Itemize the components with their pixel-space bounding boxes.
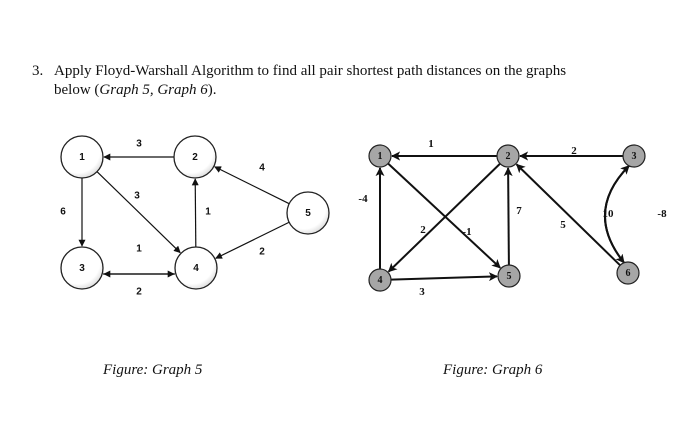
graph6-edge-3-to-6-weight: -8 bbox=[657, 208, 667, 220]
graph5-edge-3-to-4-weight: 2 bbox=[136, 287, 142, 298]
graph6-edge-4-to-5-weight: 3 bbox=[419, 286, 425, 298]
graph-6: 1 2 -4 2 -1 7 5 3 10 -8 1 2 3 4 5 6 bbox=[358, 138, 667, 298]
graph6-edge-1-to-5-weight: -1 bbox=[462, 226, 471, 238]
graph-5-caption: Figure: Graph 5 bbox=[103, 362, 203, 378]
graph-5: 3 6 3 1 4 2 1 2 1 2 3 4 5 bbox=[60, 135, 330, 298]
graph5-edge-1-to-4 bbox=[96, 171, 181, 254]
graph5-node-1 bbox=[60, 135, 104, 179]
graph5-edge-5-to-2 bbox=[214, 166, 290, 205]
graph6-node-3-label: 3 bbox=[632, 151, 637, 162]
graph-6-caption: Figure: Graph 6 bbox=[443, 362, 543, 378]
graph6-node-6 bbox=[616, 261, 640, 285]
graph6-node-5-label: 5 bbox=[507, 271, 512, 282]
graph6-edge-5-to-2 bbox=[503, 167, 513, 266]
graph6-edge-6-to-3-weight: 10 bbox=[603, 208, 615, 220]
graph5-node-5 bbox=[286, 191, 330, 235]
graph6-edge-3-to-2-weight: 2 bbox=[571, 145, 577, 157]
graph5-edge-1-to-4-weight: 3 bbox=[134, 191, 140, 202]
graph5-node-1-label: 1 bbox=[79, 152, 85, 163]
graph6-edge-2-to-4 bbox=[387, 162, 501, 273]
graph5-node-3-label: 3 bbox=[79, 263, 85, 274]
graph6-node-2-label: 2 bbox=[506, 151, 511, 162]
graph6-node-1 bbox=[368, 144, 392, 168]
graph5-edge-4-to-2 bbox=[191, 178, 199, 248]
graph5-node-2-label: 2 bbox=[192, 152, 198, 163]
graph6-node-2 bbox=[496, 144, 520, 168]
graph6-node-5 bbox=[497, 264, 521, 288]
graph5-edge-5-to-4-weight: 2 bbox=[259, 247, 265, 258]
graph6-node-3 bbox=[622, 144, 646, 168]
graph5-edge-4-to-2-weight: 1 bbox=[205, 207, 211, 218]
graph6-edge-6-to-2-weight: 5 bbox=[560, 219, 566, 231]
graph6-node-1-label: 1 bbox=[378, 151, 383, 162]
graph6-edge-4-to-1-weight: -4 bbox=[358, 193, 368, 205]
question-line-2-suffix: ). bbox=[207, 82, 217, 98]
question-line-2-prefix: below ( bbox=[54, 82, 100, 98]
question-graph-names: Graph 5, Graph 6 bbox=[99, 82, 208, 98]
graph5-edge-5-to-4 bbox=[215, 221, 290, 259]
graph5-node-3 bbox=[60, 246, 104, 290]
graph5-node-4 bbox=[174, 246, 218, 290]
graph5-node-4-label: 4 bbox=[193, 263, 199, 274]
graph6-edge-5-to-2-weight: 7 bbox=[516, 205, 522, 217]
graph6-node-4 bbox=[368, 268, 392, 292]
question-number: 3. bbox=[32, 63, 44, 79]
graph5-node-2 bbox=[173, 135, 217, 179]
question-line-1: Apply Floyd-Warshall Algorithm to find a… bbox=[54, 63, 567, 79]
graph5-edge-1-to-3-weight: 6 bbox=[60, 207, 66, 218]
graph5-edge-5-to-2-weight: 4 bbox=[259, 163, 265, 174]
question-line-2: below (Graph 5, Graph 6). bbox=[54, 81, 217, 100]
graph5-node-5-label: 5 bbox=[305, 208, 311, 219]
graph6-edge-6-to-2 bbox=[515, 163, 621, 267]
graph5-edge-4-to-3-weight: 1 bbox=[136, 244, 142, 255]
graph6-edge-2-to-4-weight: 2 bbox=[420, 224, 426, 236]
graph6-edge-4-to-5 bbox=[390, 272, 498, 282]
graph6-edge-1-to-5 bbox=[387, 162, 501, 269]
graph6-node-6-label: 6 bbox=[626, 268, 631, 279]
graph6-edge-3-to-6 bbox=[603, 165, 630, 264]
graph6-node-4-label: 4 bbox=[378, 275, 383, 286]
graph5-edge-2-to-1-weight: 3 bbox=[136, 139, 142, 150]
graph6-edge-2-to-1-weight: 1 bbox=[428, 138, 434, 150]
